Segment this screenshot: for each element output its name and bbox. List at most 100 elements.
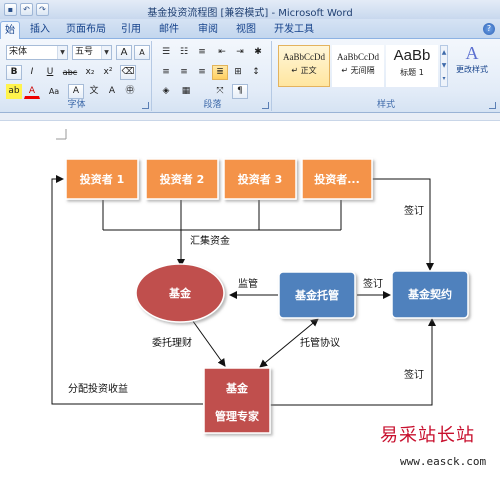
font-size-value: 五号 <box>75 47 94 57</box>
investor-2-box: 投资者 2 <box>145 158 219 200</box>
site-watermark: 易采站长站 www.easck.com <box>380 419 498 478</box>
bullets-icon[interactable]: ☰ <box>161 47 171 57</box>
style-sample: AaBbCcDd <box>283 52 325 62</box>
custodian-box: 基金托管 <box>278 271 356 319</box>
bold-button[interactable]: B <box>6 65 22 80</box>
sign-arrow-bottom <box>270 318 436 406</box>
shading-icon[interactable]: ◈ <box>162 86 170 96</box>
font-color-button[interactable]: A <box>24 84 40 99</box>
custodian-shape <box>278 271 356 319</box>
distribute-label: 分配投资收益 <box>68 382 128 395</box>
fund-shape <box>135 263 225 323</box>
custody-arrow <box>259 318 319 368</box>
style-normal[interactable]: AaBbCcDd ↵ 正文 <box>278 45 330 87</box>
italic-button[interactable]: I <box>30 67 34 77</box>
investor-1-label: 投资者 1 <box>80 172 124 186</box>
manager-label-line2: 管理专家 <box>215 409 260 423</box>
font-name-combo[interactable]: 宋体 ▼ <box>6 45 68 60</box>
style-no-spacing[interactable]: AaBbCcDd ↵ 无间隔 <box>332 45 384 87</box>
investor-2-shape <box>145 158 219 200</box>
multilevel-list-icon[interactable]: ≡ <box>198 47 206 57</box>
distribute-arrow <box>51 175 203 405</box>
tab-developer[interactable]: 开发工具 <box>274 24 314 35</box>
styles-scroll[interactable]: ▲▼▾ <box>440 45 448 87</box>
ruler <box>0 113 500 121</box>
font-size-combo[interactable]: 五号 ▼ <box>72 45 112 60</box>
chinese-layout-icon[interactable]: ✱ <box>254 47 262 57</box>
increase-indent-icon[interactable]: ⇥ <box>236 47 244 57</box>
chevron-down-icon[interactable]: ▼ <box>101 46 111 59</box>
subscript-button[interactable]: x₂ <box>85 67 95 77</box>
numbering-icon[interactable]: ☷ <box>179 47 189 57</box>
window-title: 基金投资流程图 [兼容模式] - Microsoft Word <box>147 8 353 19</box>
chevron-down-icon[interactable]: ▼ <box>57 46 67 59</box>
enclose-char-icon[interactable]: ㊥ <box>125 86 135 96</box>
custody-label: 托管协议 <box>300 336 340 349</box>
borders-icon[interactable]: ▦ <box>181 86 191 96</box>
align-right-icon[interactable]: ≡ <box>198 67 206 77</box>
styles-dialog-launcher-icon[interactable] <box>489 102 496 109</box>
manager-label-line1: 基金 <box>225 381 249 395</box>
style-heading-1[interactable]: AaBb 标题 1 <box>386 45 438 87</box>
connectors <box>51 175 436 406</box>
styles-group-label: 样式 <box>376 100 395 110</box>
sign-bottom-label: 签订 <box>404 368 424 381</box>
strikethrough-button[interactable]: abc <box>62 68 78 77</box>
font-name-value: 宋体 <box>9 47 28 57</box>
underline-button[interactable]: U <box>46 67 54 77</box>
undo-icon[interactable]: ↶ <box>20 3 33 16</box>
style-sample: AaBb <box>393 47 431 64</box>
investor-3-label: 投资者 3 <box>238 172 282 186</box>
watermark-title: 易采站长站 <box>380 425 475 446</box>
justify-icon[interactable]: ≣ <box>212 65 228 80</box>
redo-icon[interactable]: ↷ <box>36 3 49 16</box>
shrink-font-button[interactable]: A <box>134 45 150 60</box>
paragraph-group: ☰ ☷ ≡ ⇤ ⇥ ✱ ≡ ≡ ≡ ≣ ⊞ ↕ ◈ ▦ ⤧ ¶ 段落 <box>154 41 272 111</box>
save-icon[interactable]: ▪ <box>4 3 17 16</box>
align-center-icon[interactable]: ≡ <box>180 67 188 77</box>
clear-format-icon[interactable]: ⌫ <box>120 65 136 80</box>
tab-page-layout[interactable]: 页面布局 <box>66 24 106 35</box>
tab-home[interactable]: 始 <box>0 21 20 40</box>
line-spacing-icon[interactable]: ↕ <box>252 67 260 77</box>
investor-3-box: 投资者 3 <box>223 158 297 200</box>
sort-icon[interactable]: ⤧ <box>216 86 224 96</box>
tab-view[interactable]: 视图 <box>236 24 256 35</box>
supervise-label: 监管 <box>238 277 258 290</box>
fund-label: 基金 <box>168 286 192 300</box>
style-name: 标题 1 <box>400 68 424 77</box>
investor-3-shape <box>223 158 297 200</box>
decrease-indent-icon[interactable]: ⇤ <box>218 47 226 57</box>
tab-mailings[interactable]: 邮件 <box>159 24 179 35</box>
manager-shape <box>203 367 271 434</box>
paragraph-dialog-launcher-icon[interactable] <box>262 102 269 109</box>
fund-node: 基金 <box>135 263 225 323</box>
help-icon[interactable]: ? <box>483 23 495 35</box>
investor-more-shape <box>301 158 373 200</box>
entrust-label: 委托理财 <box>152 336 192 349</box>
contract-shape <box>391 270 469 319</box>
contract-box: 基金契约 <box>391 270 469 319</box>
phonetic-icon[interactable]: 文 <box>89 86 99 96</box>
flow-diagram: 投资者 1 投资者 2 投资者 3 投资者... 基金 基金托管 基金契约 <box>51 129 469 434</box>
investor-1-shape <box>65 158 139 200</box>
change-case-button[interactable]: Aa <box>48 87 60 96</box>
style-name: ↵ 无间隔 <box>341 66 375 75</box>
tab-insert[interactable]: 插入 <box>30 24 50 35</box>
highlight-button[interactable]: ab <box>6 84 22 99</box>
char-shading-button[interactable]: A <box>68 84 84 99</box>
superscript-button[interactable]: x² <box>103 67 113 77</box>
char-border-icon[interactable]: A <box>108 86 116 96</box>
distributed-icon[interactable]: ⊞ <box>234 67 242 77</box>
watermark-url: www.easck.com <box>400 455 487 468</box>
investor-1-box: 投资者 1 <box>65 158 139 200</box>
sign-mid-label: 签订 <box>363 277 383 290</box>
font-dialog-launcher-icon[interactable] <box>142 102 149 109</box>
change-styles-button[interactable]: A 更改样式 <box>450 43 494 93</box>
show-marks-icon[interactable]: ¶ <box>232 84 248 99</box>
grow-font-button[interactable]: A <box>116 45 132 60</box>
investor-more-label: 投资者... <box>314 172 360 186</box>
align-left-icon[interactable]: ≡ <box>162 67 170 77</box>
tab-review[interactable]: 审阅 <box>198 24 218 35</box>
tab-references[interactable]: 引用 <box>121 24 141 35</box>
